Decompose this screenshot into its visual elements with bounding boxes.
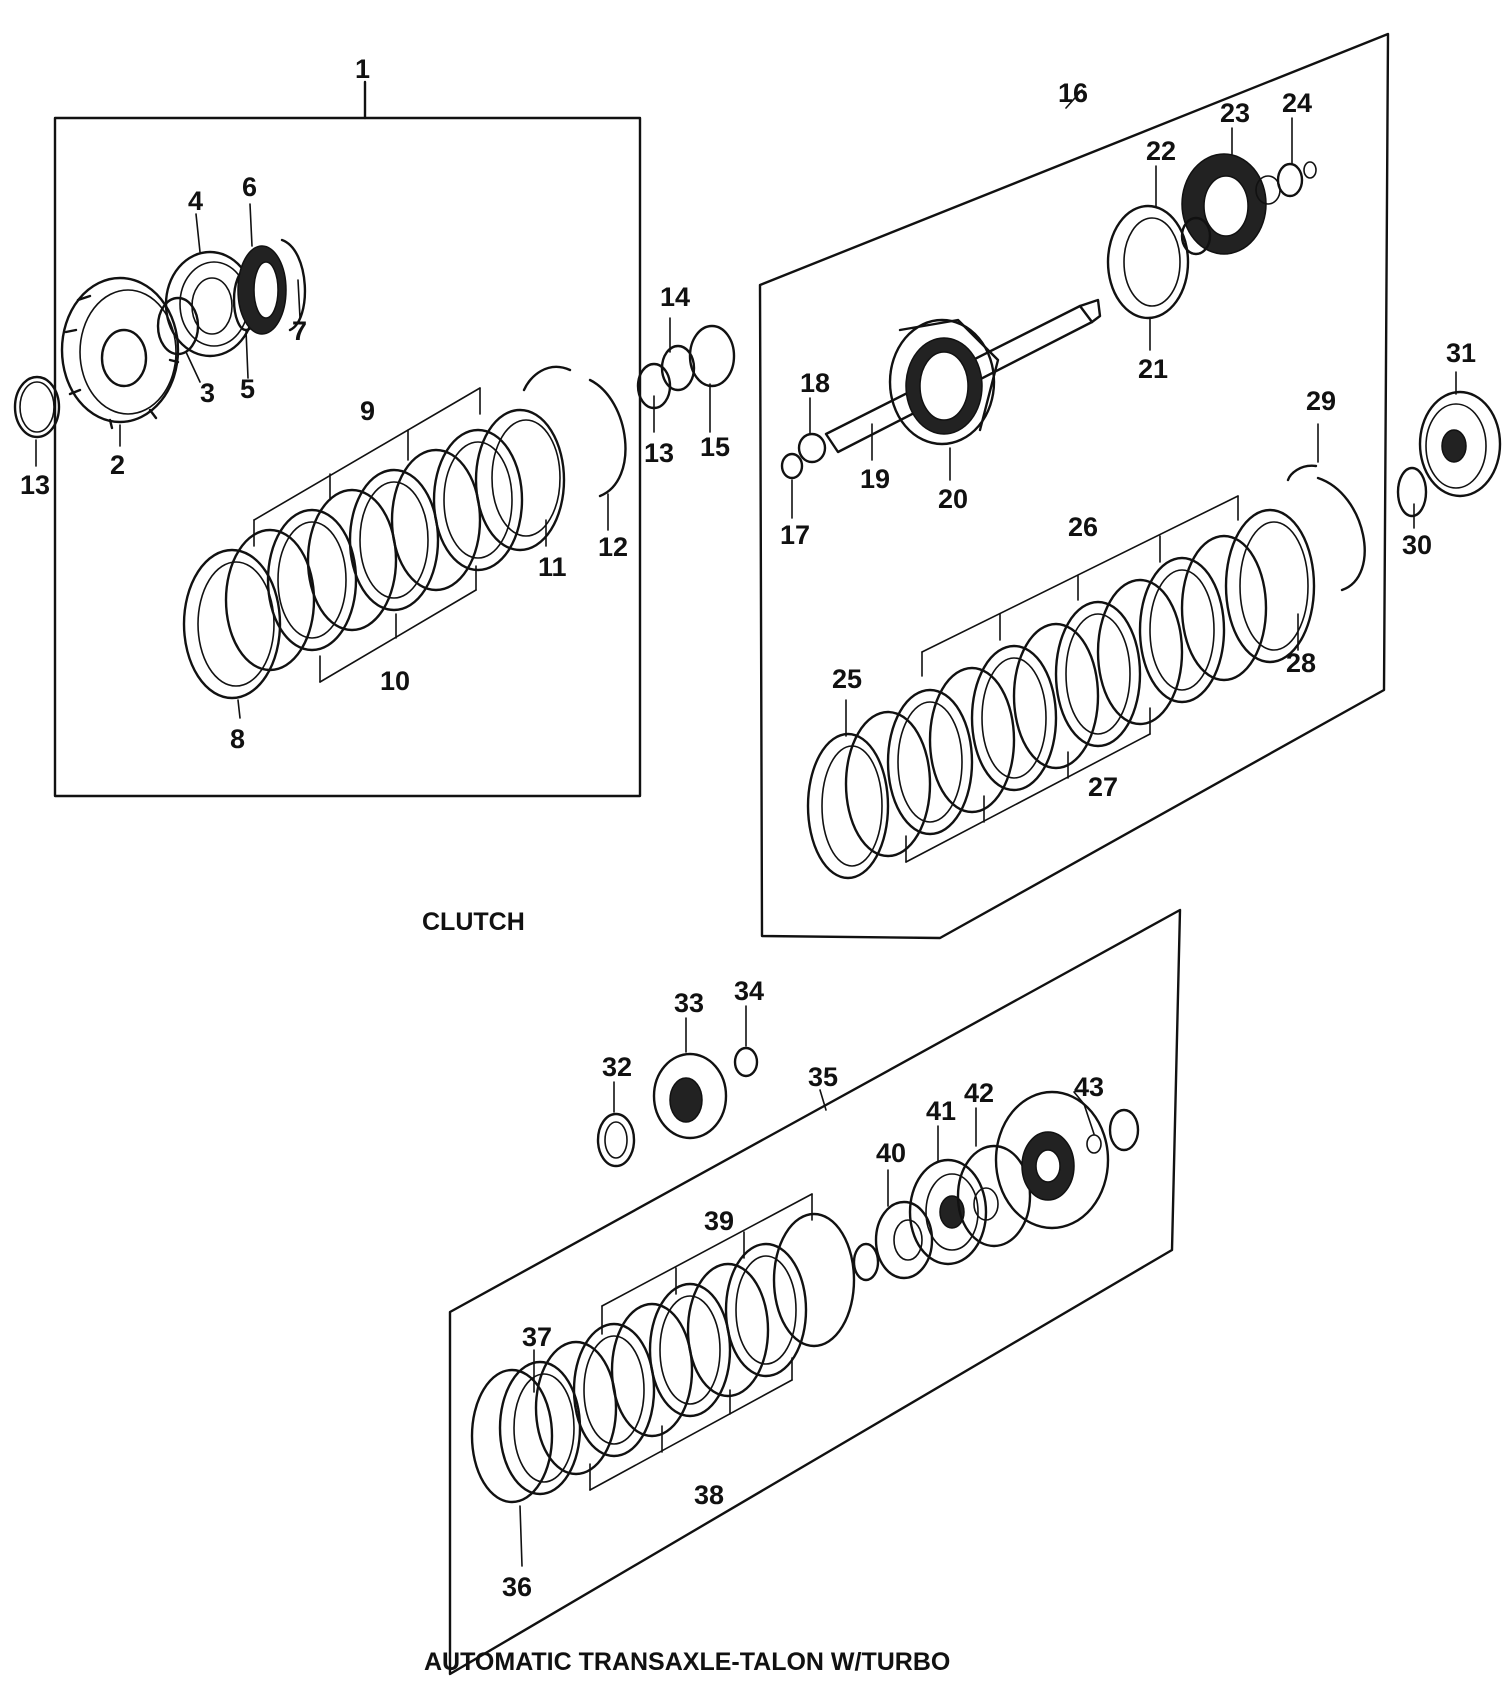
callout-24: 24 xyxy=(1282,88,1312,118)
callout-16: 16 xyxy=(1058,78,1088,108)
callout-29: 29 xyxy=(1306,386,1336,416)
callout-25: 25 xyxy=(832,664,862,694)
callout-4: 4 xyxy=(188,186,203,216)
callout-labels: 1 2 3 4 5 6 7 8 9 10 11 12 13 13 14 15 1… xyxy=(20,54,1476,1602)
part-2-clutch-retainer xyxy=(60,276,180,430)
callout-33: 33 xyxy=(674,988,704,1018)
clutch-pack-plates-8-11 xyxy=(182,408,566,700)
callout-35: 35 xyxy=(808,1062,838,1092)
part-43-drum xyxy=(994,1090,1140,1230)
callout-8: 8 xyxy=(230,724,245,754)
group-35-box xyxy=(448,908,1182,1676)
callout-32: 32 xyxy=(602,1052,632,1082)
callout-19: 19 xyxy=(860,464,890,494)
part-20-drum xyxy=(888,318,1000,446)
callout-30: 30 xyxy=(1402,530,1432,560)
part-23-gear xyxy=(1181,153,1267,255)
callout-26: 26 xyxy=(1068,512,1098,542)
group-16-box xyxy=(758,32,1390,940)
clutch-pack-plates-25-28 xyxy=(806,508,1316,880)
callout-38: 38 xyxy=(694,1480,724,1510)
callout-43: 43 xyxy=(1074,1072,1104,1102)
callout-1: 1 xyxy=(355,54,370,84)
callout-2: 2 xyxy=(110,450,125,480)
callout-17: 17 xyxy=(780,520,810,550)
part-40-spring xyxy=(874,1200,934,1280)
part-17-ring xyxy=(780,452,804,480)
callout-12: 12 xyxy=(598,532,628,562)
part-21-22-hub xyxy=(1106,204,1190,320)
part-32-washer xyxy=(596,1112,636,1168)
callout-13-right: 13 xyxy=(644,438,674,468)
part-34-ring xyxy=(733,1046,759,1078)
callout-41: 41 xyxy=(926,1096,956,1126)
part-30-ring xyxy=(1396,466,1428,518)
callout-20: 20 xyxy=(938,484,968,514)
callout-5: 5 xyxy=(240,374,255,404)
callout-6: 6 xyxy=(242,172,257,202)
callout-14: 14 xyxy=(660,282,690,312)
callout-23: 23 xyxy=(1220,98,1250,128)
caption-clutch: CLUTCH xyxy=(422,908,525,936)
callout-36: 36 xyxy=(502,1572,532,1602)
part-29-snap-ring xyxy=(1286,464,1366,592)
callout-31: 31 xyxy=(1446,338,1476,368)
callout-15: 15 xyxy=(700,432,730,462)
callout-34: 34 xyxy=(734,976,764,1006)
callout-39: 39 xyxy=(704,1206,734,1236)
group-1-clutch-box xyxy=(53,80,642,798)
callout-21: 21 xyxy=(1138,354,1168,384)
callout-28: 28 xyxy=(1286,648,1316,678)
part-13-snap-ring-left xyxy=(13,375,61,439)
part-42-seal xyxy=(956,1144,1032,1248)
callout-3: 3 xyxy=(200,378,215,408)
caption-title: AUTOMATIC TRANSAXLE-TALON W/TURBO xyxy=(424,1648,950,1676)
callout-22: 22 xyxy=(1146,136,1176,166)
callout-18: 18 xyxy=(800,368,830,398)
part-6-return-spring xyxy=(237,245,287,335)
part-24-washer xyxy=(1180,161,1317,256)
group-16-leader-lines xyxy=(791,117,1457,863)
part-31-gear xyxy=(1418,390,1502,498)
callout-27: 27 xyxy=(1088,772,1118,802)
group-1-leader-lines xyxy=(35,203,711,719)
callout-10: 10 xyxy=(380,666,410,696)
part-18-ring xyxy=(797,432,827,464)
callout-11: 11 xyxy=(538,552,567,582)
callout-7: 7 xyxy=(292,316,307,346)
parts-13-14-15-rings xyxy=(636,324,736,410)
callout-42: 42 xyxy=(964,1078,994,1108)
callout-37: 37 xyxy=(522,1322,552,1352)
callout-13-left: 13 xyxy=(20,470,50,500)
part-7-snap-ring xyxy=(280,238,307,332)
part-12-snap-ring xyxy=(522,365,627,498)
clutch-pack-plates-36-39 xyxy=(470,1212,880,1504)
callout-40: 40 xyxy=(876,1138,906,1168)
callout-9: 9 xyxy=(360,396,375,426)
part-33-gear xyxy=(652,1052,728,1140)
part-19-shaft xyxy=(824,298,1102,454)
group-35-leader-lines xyxy=(519,1005,1095,1567)
